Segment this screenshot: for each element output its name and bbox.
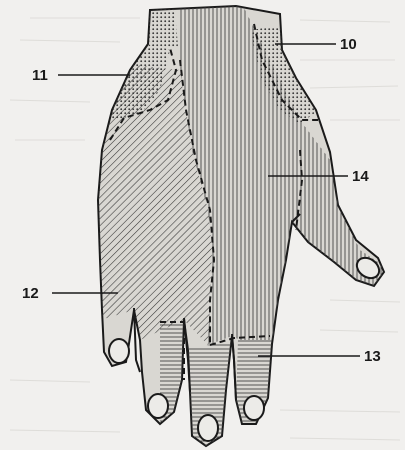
dotted-wrist-band [148,8,178,48]
middle-finger-nail [198,415,218,441]
callout-10: 10 [340,36,357,53]
index-finger-nail [244,396,264,420]
callout-12: 12 [22,285,39,302]
little-finger-nail [109,339,129,363]
ring-finger-nail [148,394,168,418]
callout-11: 11 [32,67,48,84]
callout-14: 14 [352,168,369,185]
callout-13: 13 [364,348,381,365]
